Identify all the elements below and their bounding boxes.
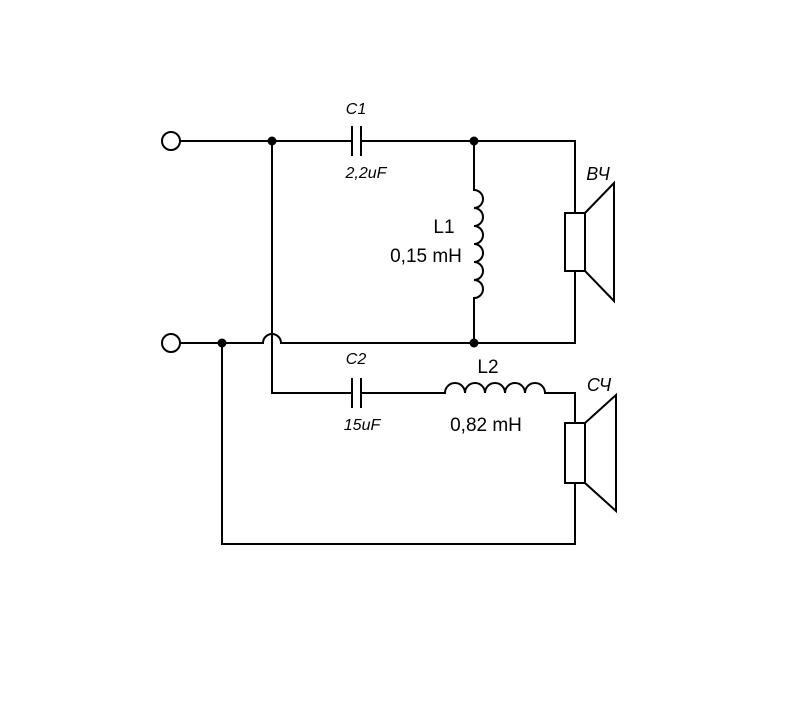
l2-ref-label: L2 bbox=[477, 357, 498, 378]
input-terminal-top bbox=[161, 131, 181, 151]
return-wire bbox=[221, 342, 576, 545]
capacitor-c2 bbox=[351, 378, 362, 408]
top-rail-wire bbox=[179, 140, 576, 214]
input-terminal-bottom bbox=[161, 333, 181, 353]
junction-dot bbox=[267, 136, 277, 146]
tweeter-speaker bbox=[564, 180, 615, 304]
inductor-l1 bbox=[473, 140, 484, 344]
l2-value-label: 0,82 mH bbox=[450, 415, 522, 436]
junction-dot bbox=[469, 136, 479, 146]
l1-ref-label: L1 bbox=[433, 217, 454, 238]
c1-value-label: 2,2uF bbox=[345, 165, 388, 182]
c2-ref-label: C2 bbox=[346, 351, 367, 368]
junction-dot bbox=[469, 338, 479, 348]
c1-ref-label: C1 bbox=[346, 101, 366, 118]
l1-value-label: 0,15 mH bbox=[390, 246, 462, 267]
c2-value-label: 15uF bbox=[344, 417, 382, 434]
inductor-l2 bbox=[444, 382, 546, 394]
bottom-rail-wire bbox=[179, 270, 576, 345]
junction-dot bbox=[217, 338, 227, 348]
midrange-label: СЧ bbox=[587, 375, 612, 395]
capacitor-c1 bbox=[351, 126, 362, 156]
mid-branch-wire bbox=[271, 392, 576, 424]
midrange-speaker bbox=[564, 392, 617, 514]
tweeter-label: ВЧ bbox=[586, 164, 610, 184]
